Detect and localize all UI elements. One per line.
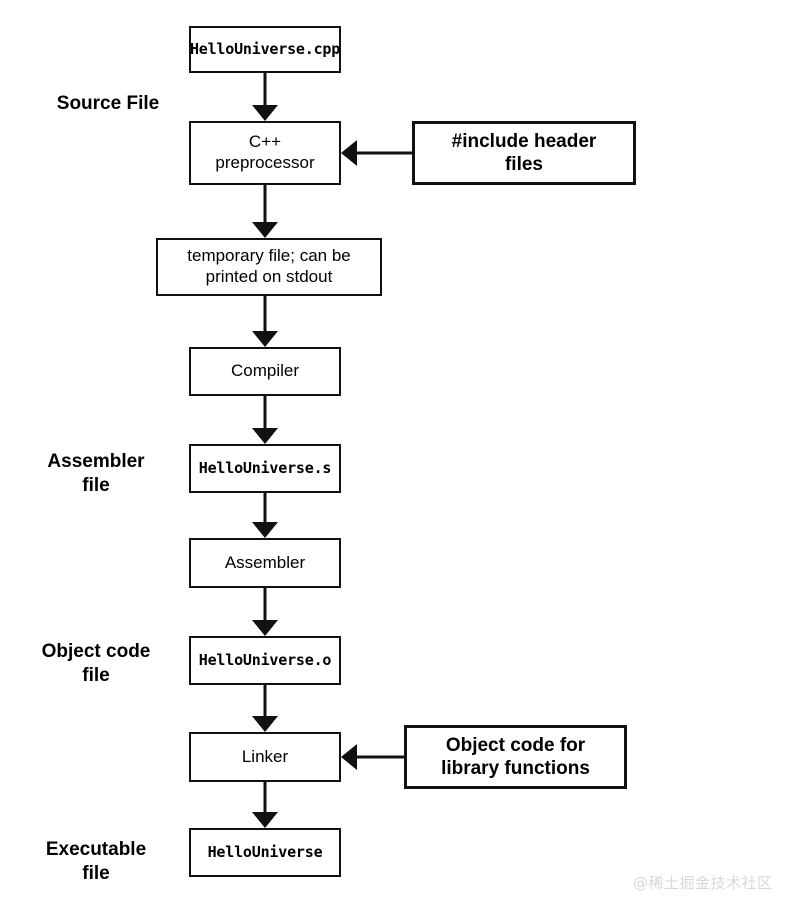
- connector-temp-to-compiler: [252, 296, 278, 347]
- connector-cpp-to-preprocessor: [252, 73, 278, 121]
- node-label-temporary-file: temporary file; can be printed on stdout: [187, 246, 351, 286]
- stage-label-assembler-file: Assembler file: [47, 451, 145, 497]
- stage-label-source-file: Source File: [56, 93, 160, 114]
- connector-include-to-preprocessor: [341, 140, 412, 166]
- connector-preprocessor-to-temp: [252, 185, 278, 238]
- node-hellouniverse-cpp: HelloUniverse.cpp: [189, 26, 341, 73]
- node-temporary-file: temporary file; can be printed on stdout: [156, 238, 382, 296]
- node-label-include-header-files: #include header files: [451, 130, 597, 175]
- connector-asm-file-to-assembler: [252, 493, 278, 538]
- node-object-code-library: Object code for library functions: [404, 725, 627, 789]
- watermark: @稀土掘金技术社区: [633, 874, 773, 892]
- node-label-assembler: Assembler: [224, 552, 306, 572]
- stage-label-object-code-file: Object code file: [41, 641, 151, 687]
- node-cpp-preprocessor: C++ preprocessor: [189, 121, 341, 185]
- node-hellouniverse-s: HelloUniverse.s: [189, 444, 341, 493]
- node-include-header-files: #include header files: [412, 121, 636, 185]
- node-label-object-code-library: Object code for library functions: [441, 734, 590, 779]
- node-assembler: Assembler: [189, 538, 341, 588]
- connector-library-to-linker: [341, 744, 404, 770]
- node-compiler: Compiler: [189, 347, 341, 396]
- node-label-hellouniverse-o: HelloUniverse.o: [198, 651, 332, 670]
- connector-linker-to-executable: [252, 782, 278, 828]
- node-hellouniverse: HelloUniverse: [189, 828, 341, 877]
- connector-compiler-to-asm-file: [252, 396, 278, 444]
- node-linker: Linker: [189, 732, 341, 782]
- stage-label-executable-file: Executable file: [45, 839, 147, 885]
- node-label-linker: Linker: [241, 746, 289, 766]
- connector-obj-file-to-linker: [252, 685, 278, 732]
- node-label-hellouniverse: HelloUniverse: [207, 843, 323, 862]
- node-label-compiler: Compiler: [230, 361, 300, 381]
- node-label-hellouniverse-s: HelloUniverse.s: [198, 459, 332, 478]
- connector-assembler-to-obj-file: [252, 588, 278, 636]
- node-label-hellouniverse-cpp: HelloUniverse.cpp: [189, 40, 341, 59]
- node-label-cpp-preprocessor: C++ preprocessor: [215, 132, 315, 172]
- node-hellouniverse-o: HelloUniverse.o: [189, 636, 341, 685]
